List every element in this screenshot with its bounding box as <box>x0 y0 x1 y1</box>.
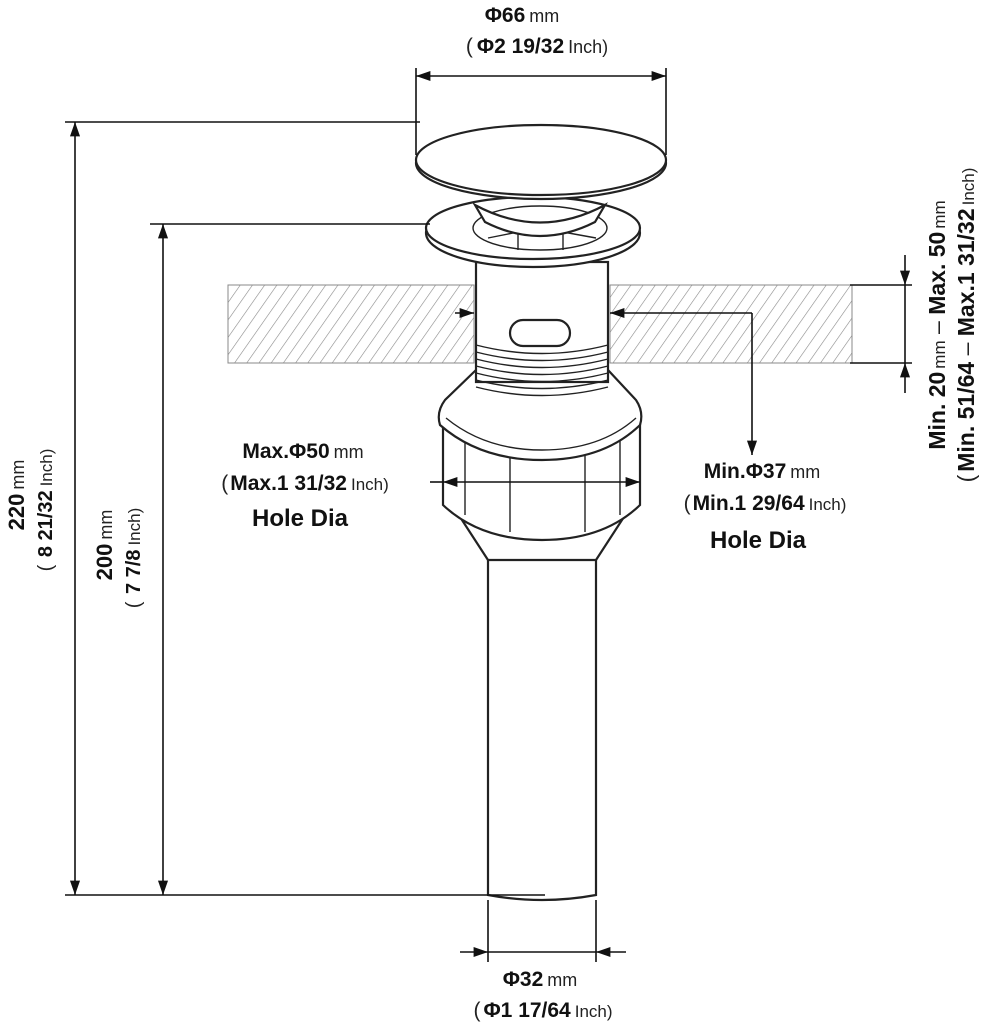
countertop-section <box>227 284 853 364</box>
label-min: Min. 51/64 <box>953 362 979 472</box>
hole-dia-text: Hole Dia <box>710 527 807 554</box>
label-bold: 220 <box>4 494 29 531</box>
label-unit: mm <box>790 462 820 482</box>
dimension-lines <box>65 68 912 962</box>
label-bold: Φ32 <box>503 968 544 991</box>
label-unit: mm <box>96 510 116 540</box>
label-paren: ( <box>466 35 473 58</box>
label-bold: 200 <box>92 544 117 581</box>
label-paren: ( <box>35 564 57 571</box>
svg-text:220mm: 220 mm <box>4 460 29 531</box>
label-max: Max.1 31/32 <box>953 208 979 336</box>
label-unit: mm <box>334 442 364 462</box>
label-unit: Inch) <box>125 508 144 546</box>
label-unit: mm <box>529 6 559 26</box>
svg-text:( 7 7/8Inch): ( 7 7/8 Inch) <box>123 508 145 609</box>
label-paren: ( <box>123 601 145 608</box>
svg-text:(Max.1 31/32Inch): (Max.1 31/32Inch) <box>221 472 389 495</box>
label-paren: ( <box>953 474 979 482</box>
label-bold: Min.1 29/64 <box>693 492 805 515</box>
label-bold: Min.Φ37 <box>704 460 787 483</box>
label-bold: Max.Φ50 <box>242 440 329 463</box>
label-paren: ( <box>473 999 480 1022</box>
label-unit: Inch) <box>809 495 847 514</box>
pop-up-drain <box>414 123 668 902</box>
label-unit: mm <box>930 200 949 228</box>
label-max: Max. 50 <box>924 232 950 315</box>
svg-text:(Φ2 19/32Inch): (Φ2 19/32Inch) <box>466 35 608 58</box>
label-unit: Inch) <box>351 475 389 494</box>
label-unit: mm <box>930 340 949 368</box>
svg-text:Min. 20mm – Max. 50mm: Min. 20 mm – Max. 50 mm <box>924 200 950 449</box>
label-paren: ( <box>221 472 228 495</box>
label-unit: mm <box>8 460 28 490</box>
label-unit: Inch) <box>959 168 978 206</box>
label-bold: Φ1 17/64 <box>483 999 571 1022</box>
label-unit: mm <box>547 970 577 990</box>
svg-text:(Min. 51/64 – Max.1 31/32Inch: ( Min. 51/64 – Max.1 31/32 Inch) <box>953 168 979 483</box>
svg-text:200mm: 200 mm <box>92 510 117 581</box>
label-bold: Φ2 19/32 <box>477 35 564 58</box>
label-dash: – <box>924 315 950 341</box>
label-paren: ( <box>684 492 691 515</box>
total-height-label: 220 mm ( 8 21/32 Inch) <box>4 449 57 572</box>
label-bold: 7 7/8 <box>123 550 145 600</box>
label-unit: Inch) <box>37 449 56 487</box>
body-height-label: 200 mm ( 7 7/8 Inch) <box>92 508 145 609</box>
svg-text:( 8 21/32Inch): ( 8 21/32 Inch) <box>35 449 57 572</box>
label-unit: Inch) <box>575 1002 613 1021</box>
label-bold: Φ66 <box>485 4 526 27</box>
label-min: Min. 20 <box>924 372 950 450</box>
label-bold: Max.1 31/32 <box>230 472 347 495</box>
label-dash: – <box>953 336 979 362</box>
label-unit: Inch) <box>568 37 608 57</box>
hole-dia-text: Hole Dia <box>252 505 349 532</box>
label-bold: 8 21/32 <box>35 490 57 562</box>
thickness-label: Min. 20 mm – Max. 50 mm ( Min. 51/64 – Max.… <box>924 168 979 483</box>
